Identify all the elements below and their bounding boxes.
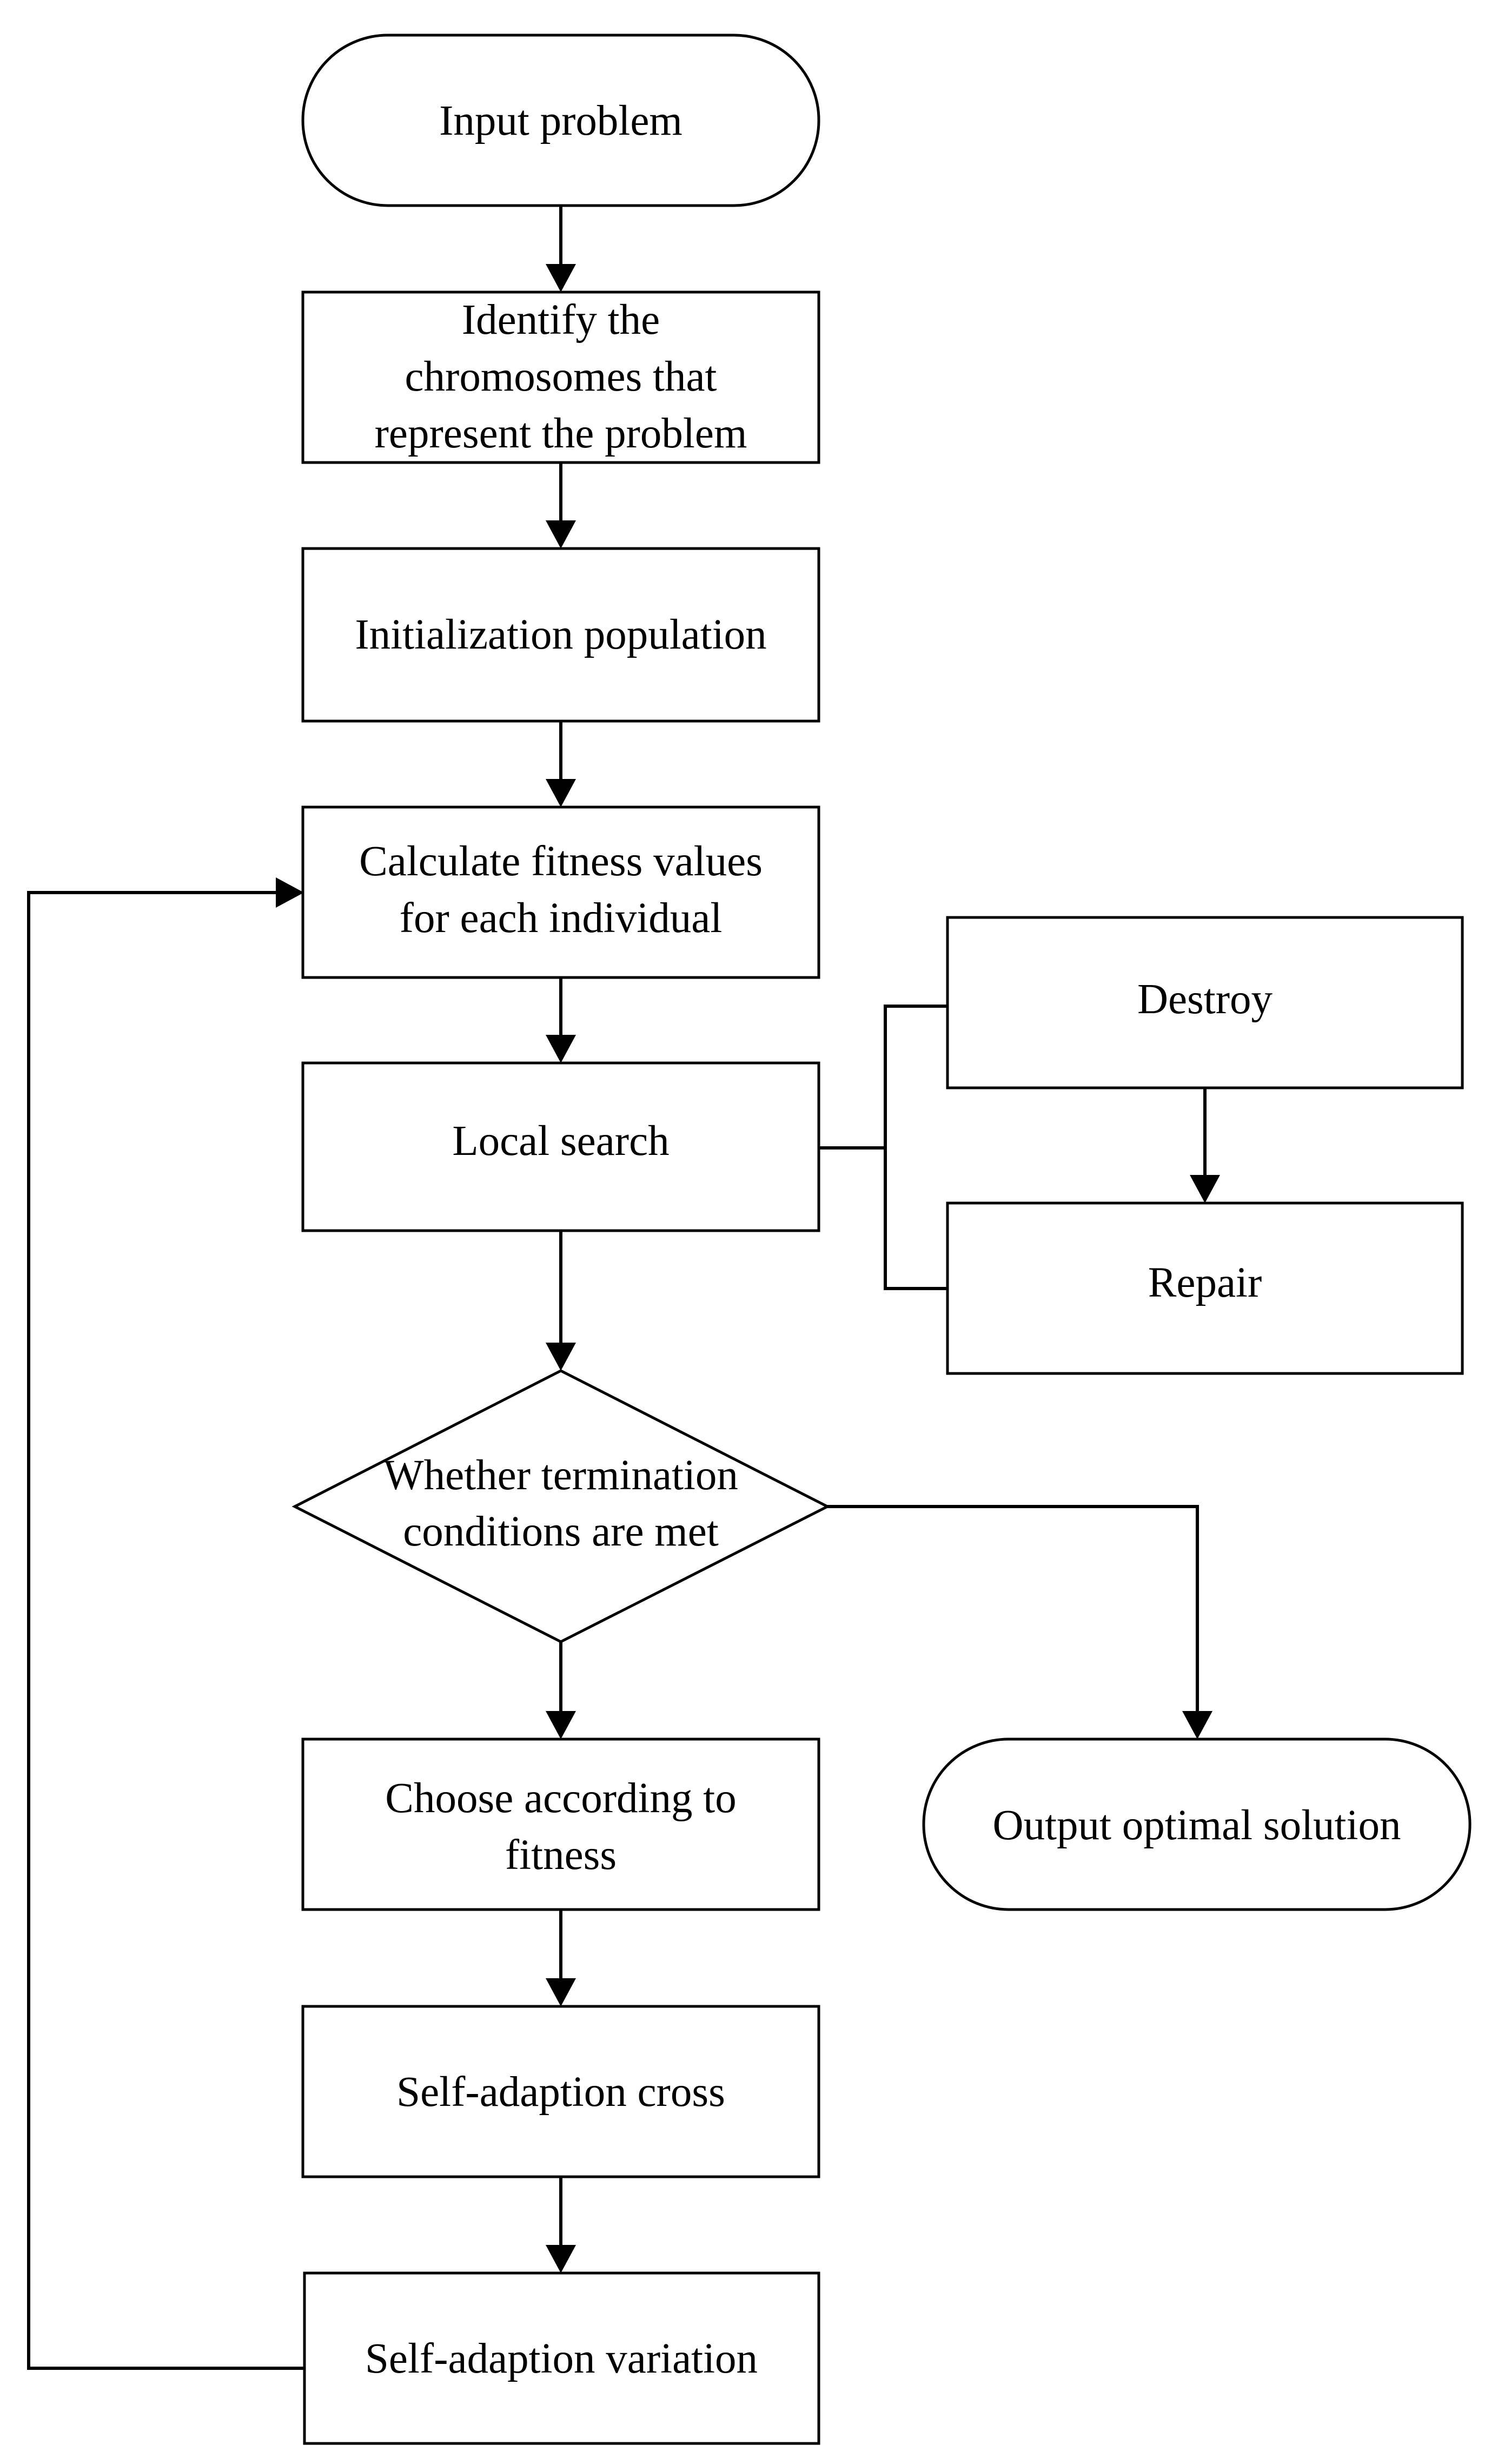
arrowhead-decision-to-output (1182, 1711, 1212, 1739)
identify-chromosomes-line-3: represent the problem (375, 410, 747, 457)
self-adaption-variation-label: Self-adaption variation (365, 2335, 758, 2382)
termination-decision-line-1: Whether termination (383, 1452, 738, 1499)
choose-by-fitness-line-1: Choose according to (385, 1775, 736, 1822)
initialization-process: Initialization population (301, 547, 820, 723)
repair-process: Repair (946, 1201, 1464, 1375)
identify-chromosomes-box (301, 290, 820, 464)
arrowhead-decision-to-choose (546, 1711, 576, 1739)
start-terminator-shape (301, 34, 820, 207)
end-terminator-label: Output optimal solution (993, 1802, 1401, 1849)
local-search-label: Local search (452, 1118, 669, 1165)
self-adaption-cross-process: Self-adaption cross (301, 2005, 820, 2178)
choose-by-fitness-process: Choose according to fitness (301, 1738, 820, 1911)
arrowhead-input-to-identify (546, 264, 576, 292)
arrowhead-cross-to-variation (546, 2245, 576, 2273)
destroy-process: Destroy (946, 916, 1464, 1089)
repair-label: Repair (1148, 1259, 1262, 1306)
arrowhead-init-to-fitness (546, 779, 576, 807)
end-terminator: Output optimal solution (922, 1738, 1472, 1911)
self-adaption-cross-label: Self-adaption cross (396, 2069, 725, 2116)
calculate-fitness-line-1: Calculate fitness values (359, 838, 763, 885)
calculate-fitness-box (301, 805, 820, 979)
arrowhead-destroy-to-repair (1190, 1175, 1220, 1203)
arrowhead-identify-to-init (546, 520, 576, 549)
calculate-fitness-line-2: for each individual (400, 895, 723, 942)
local-search-box (301, 1061, 820, 1232)
destroy-box (946, 916, 1464, 1089)
identify-chromosomes-line-2: chromosomes that (405, 353, 717, 400)
local-search-process: Local search (301, 1061, 820, 1232)
choose-by-fitness-box (301, 1738, 820, 1911)
self-adaption-variation-box (303, 2271, 820, 2445)
arrowhead-local-to-decision (546, 1343, 576, 1371)
end-terminator-shape (922, 1738, 1472, 1911)
start-terminator: Input problem (301, 34, 820, 207)
initialization-box (301, 547, 820, 723)
initialization-label: Initialization population (355, 611, 766, 658)
arrowhead-choose-to-cross (546, 1978, 576, 2006)
connector-bracket (884, 1005, 947, 1290)
identify-chromosomes-line-1: Identify the (462, 296, 660, 343)
termination-decision-shape (291, 1369, 831, 1643)
destroy-label: Destroy (1137, 976, 1273, 1023)
identify-chromosomes-process: Identify the chromosomes that represent … (301, 290, 820, 464)
self-adaption-cross-box (301, 2005, 820, 2178)
arrow-decision-to-output (827, 1505, 1199, 1711)
termination-decision: Whether termination conditions are met (291, 1369, 831, 1643)
self-adaption-variation-process: Self-adaption variation (303, 2271, 820, 2445)
repair-box (946, 1201, 1464, 1375)
calculate-fitness-process: Calculate fitness values for each indivi… (301, 805, 820, 979)
termination-decision-line-2: conditions are met (403, 1508, 719, 1555)
choose-by-fitness-line-2: fitness (505, 1832, 617, 1879)
start-terminator-label: Input problem (439, 97, 682, 144)
arrowhead-fitness-to-local (546, 1035, 576, 1063)
loop-back-arrow (27, 891, 304, 2370)
arrowhead-loop-back (276, 877, 304, 908)
